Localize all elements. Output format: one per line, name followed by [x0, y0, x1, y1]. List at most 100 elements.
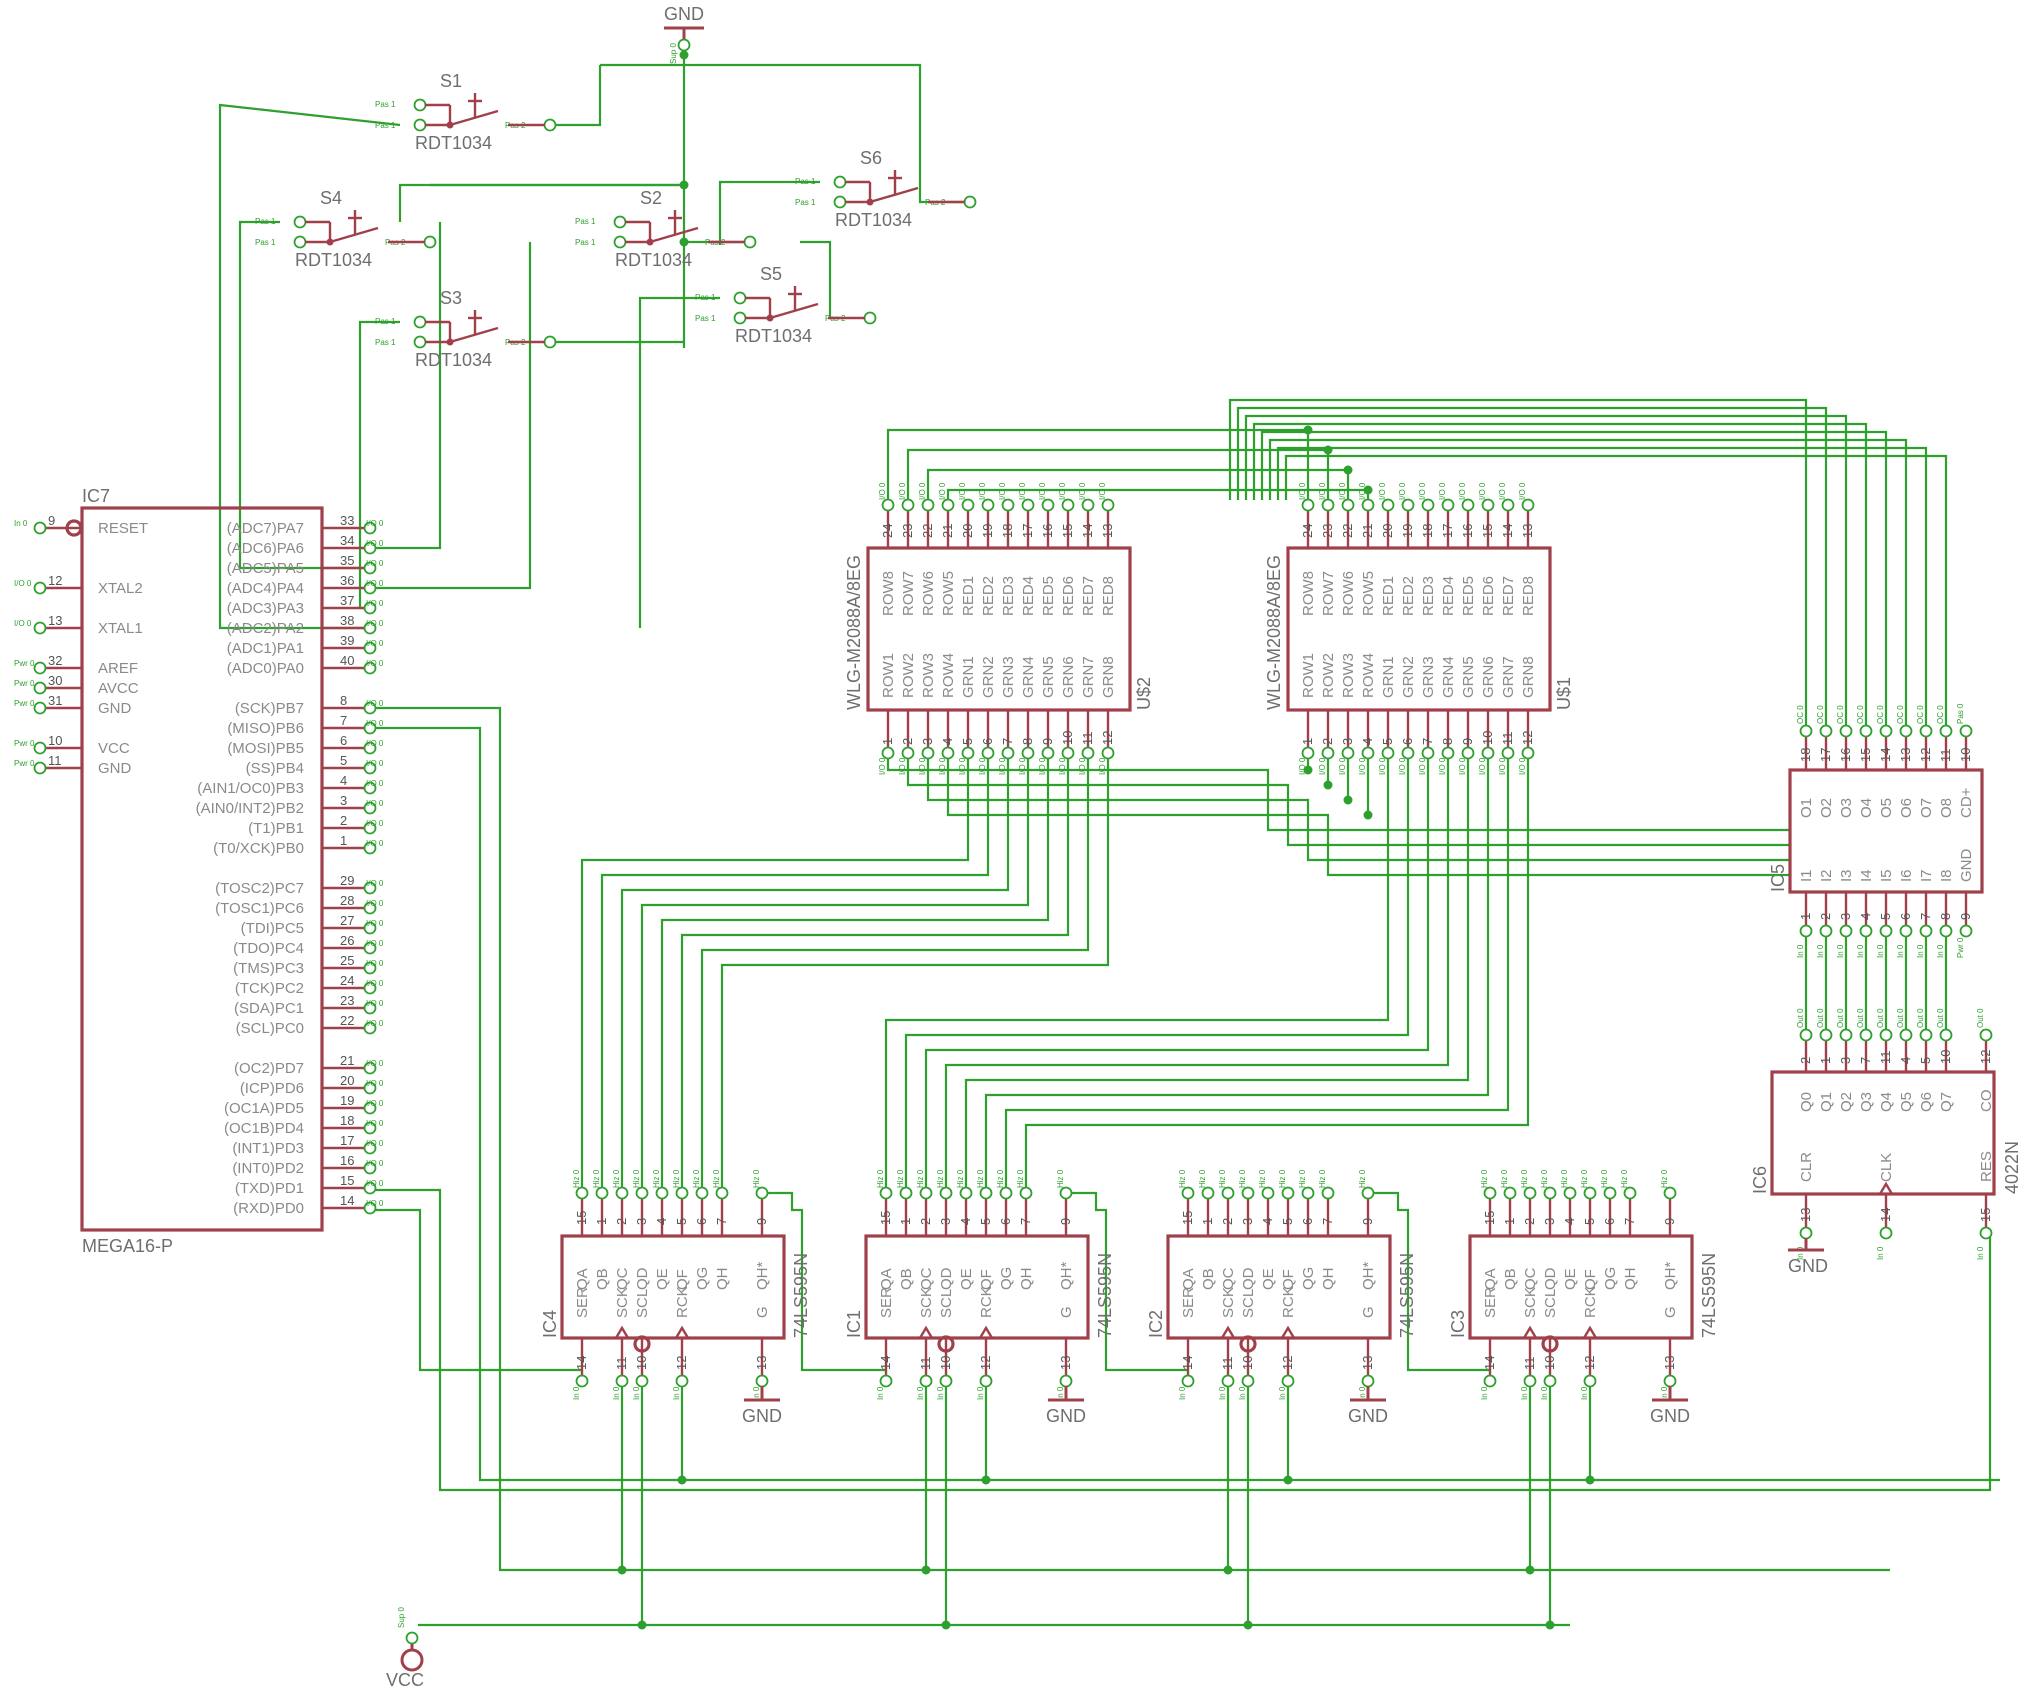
pin-connector: [363, 1101, 377, 1115]
matrix-pin-label: RED5: [1460, 576, 1477, 616]
sr-pin-label: QA: [1180, 1268, 1197, 1290]
wire: [1244, 414, 1848, 726]
wire: [640, 758, 1030, 1188]
sr-pin-num: 11: [1220, 1357, 1235, 1371]
counter-body: [1770, 1070, 1996, 1196]
pin-connector: [979, 1374, 993, 1388]
pin-connector: [363, 641, 377, 655]
pin-connector: [1839, 724, 1853, 738]
pin-connector: [543, 335, 557, 349]
sr-pin-num: 13: [754, 1356, 769, 1370]
matrix-pin-num: 10: [1480, 731, 1495, 745]
sr-pin-label: SCK: [614, 1287, 631, 1318]
pin-type: In 0: [1178, 1386, 1187, 1400]
wire: [1004, 758, 1510, 1188]
pin-connector: [363, 1161, 377, 1175]
matrix-pin-label: GRN7: [1080, 656, 1097, 698]
clock-marker: [1280, 1325, 1296, 1339]
junction-dot: [1363, 810, 1373, 820]
pin-connector: [1481, 498, 1495, 512]
mcu-pin-num: 5: [340, 753, 347, 768]
switch-value: RDT1034: [835, 210, 912, 230]
matrix-pin-label: RED5: [1040, 576, 1057, 616]
pin-type: Hiz 0: [976, 1169, 985, 1188]
pin-connector: [1819, 724, 1833, 738]
pin-type: I/O 0: [918, 482, 927, 500]
sr-value: 74LS595N: [1699, 1253, 1719, 1338]
matrix-pin-label: ROW8: [880, 571, 897, 616]
pin-connector: [363, 521, 377, 535]
counter-pin-num: 13: [1798, 1208, 1813, 1222]
pin-type: In 0: [1876, 1246, 1885, 1260]
pin-connector: [833, 175, 847, 189]
sr-pin-label: QH: [714, 1268, 731, 1291]
pin-type: I/O 0: [1358, 482, 1367, 500]
pin-connector: [1081, 498, 1095, 512]
wire: [218, 103, 401, 630]
pin-connector: [363, 721, 377, 735]
mcu-pin-label: GND: [98, 760, 132, 777]
matrix-pin-num: 18: [1000, 524, 1015, 538]
clock-marker: [674, 1325, 690, 1339]
driver-pin-label: I2: [1818, 869, 1835, 882]
pin-connector: [1799, 924, 1813, 938]
sr-pin-num: 5: [1582, 1218, 1597, 1225]
sr-pin-num: 6: [1602, 1218, 1617, 1225]
pin-type: I/O 0: [1098, 757, 1107, 775]
counter-pin-label: Q0: [1798, 1092, 1815, 1112]
pin-connector: [1401, 746, 1415, 760]
matrix-pin-num: 13: [1520, 524, 1535, 538]
mcu-pin-label: XTAL2: [98, 580, 143, 597]
mcu-name: IC7: [82, 486, 110, 506]
mcu-pin-label: (AIN1/OC0)PB3: [197, 780, 304, 797]
pin-connector: [363, 701, 377, 715]
pin-connector: [1101, 498, 1115, 512]
matrix-pin-label: ROW5: [1360, 571, 1377, 616]
pin-label: Pas 1: [795, 198, 816, 207]
wire: [886, 758, 1790, 832]
pin-type: I/O 0: [1018, 482, 1027, 500]
pin-connector: [363, 1201, 377, 1215]
pin-connector: [1019, 1186, 1033, 1200]
pin-connector: [1441, 746, 1455, 760]
pin-connector: [363, 1181, 377, 1195]
pin-connector: [1481, 746, 1495, 760]
mcu-pin-label: (SS)PB4: [246, 760, 304, 777]
pin-connector: [1361, 1186, 1375, 1200]
matrix-pin-num: 21: [940, 524, 955, 538]
sr-pin-label: QH*: [1662, 1262, 1679, 1291]
pin-connector: [1061, 498, 1075, 512]
matrix-pin-num: 1: [1300, 738, 1315, 745]
pin-type: Hiz 0: [1198, 1169, 1207, 1188]
pin-type: I/O 0: [1078, 482, 1087, 500]
pin-type: I/O 0: [366, 939, 384, 948]
pin-type: I/O 0: [1018, 757, 1027, 775]
pin-type: Sup 0: [669, 43, 678, 64]
pin-connector: [1001, 498, 1015, 512]
sr-pin-label: QG: [1602, 1267, 1619, 1290]
sr-pin-num: 6: [694, 1218, 709, 1225]
pin-connector: [1979, 1028, 1993, 1042]
matrix-pin-label: ROW1: [1300, 653, 1317, 698]
pin-type: Hiz 0: [1660, 1169, 1669, 1188]
pin-type: OC 0: [1816, 705, 1825, 724]
driver-pin-label: O2: [1818, 798, 1835, 818]
pin-connector: [33, 681, 47, 695]
pin-connector: [1859, 724, 1873, 738]
junction-dot: [1323, 445, 1333, 455]
pin-connector: [1879, 1028, 1893, 1042]
wire: [1276, 446, 1928, 726]
pin-connector: [833, 195, 847, 209]
pin-type: I/O 0: [898, 482, 907, 500]
pin-connector: [1501, 498, 1515, 512]
pin-connector: [1583, 1186, 1597, 1200]
junction-dot: [677, 1475, 687, 1485]
pin-connector: [363, 741, 377, 755]
driver-pin-label: O6: [1898, 798, 1915, 818]
pin-connector: [1959, 924, 1973, 938]
sr-pin-label: QG: [694, 1267, 711, 1290]
pin-connector: [363, 1001, 377, 1015]
pin-type: In 0: [1358, 1386, 1367, 1400]
matrix-pin-label: RED7: [1080, 576, 1097, 616]
net-junctions: [617, 50, 1595, 1630]
